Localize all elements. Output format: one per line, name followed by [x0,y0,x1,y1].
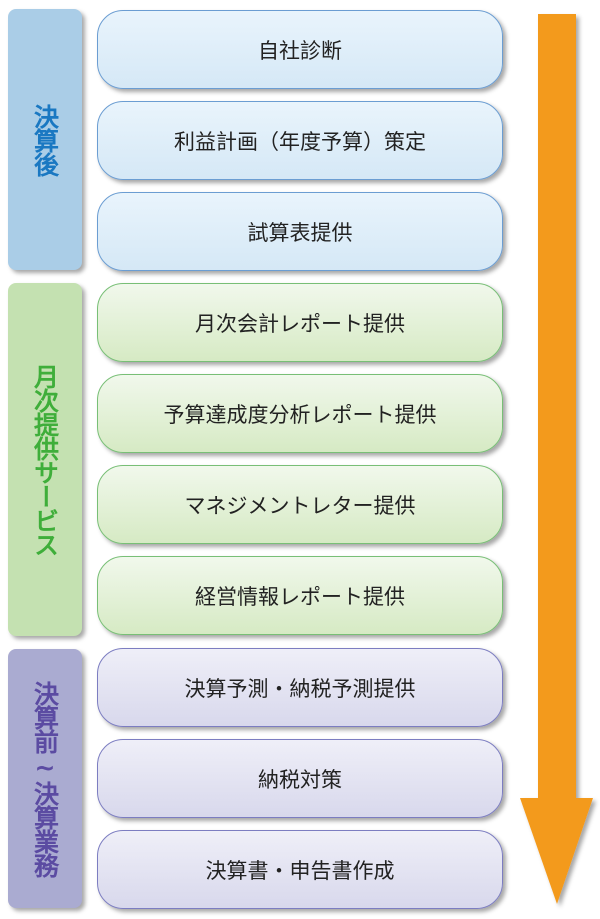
phase-after-settlement: 決算後 [8,9,82,270]
phase-label: 月次提供サービス [30,363,60,556]
step-box: 試算表提供 [97,192,503,271]
phase-monthly-services: 月次提供サービス [8,283,82,636]
step-box: 経営情報レポート提供 [97,556,503,635]
phase-label: 決算前~決算業務 [30,680,60,877]
step-box: 納税対策 [97,739,503,818]
step-box: 決算予測・納税予測提供 [97,648,503,727]
phase-before-settlement: 決算前~決算業務 [8,649,82,908]
phase-label: 決算後 [30,103,60,176]
step-box: 月次会計レポート提供 [97,283,503,362]
step-box: 決算書・申告書作成 [97,830,503,909]
step-box: 自社診断 [97,10,503,89]
step-box: 利益計画（年度予算）策定 [97,101,503,180]
step-box: マネジメントレター提供 [97,465,503,544]
step-box: 予算達成度分析レポート提供 [97,374,503,453]
